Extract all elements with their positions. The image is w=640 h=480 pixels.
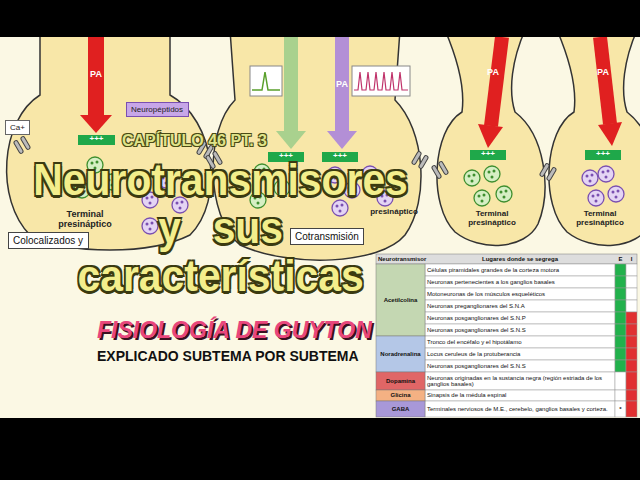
part-label: FISIOLOGÍA DE GUYTON xyxy=(97,318,372,343)
part-label: presináptico xyxy=(366,208,422,217)
table-cell: Neuronas posganglionares del S.N.S xyxy=(425,324,615,336)
text-box: Cotransmisión xyxy=(290,228,364,245)
waveform-boxes xyxy=(250,66,410,96)
table-cell: Neuronas preganglionares del S.N.A xyxy=(425,300,615,312)
table-cell: Noradrenalina xyxy=(376,336,425,372)
table-cell: Acetilcolina xyxy=(376,264,425,336)
part-label: Terminal presináptico xyxy=(452,210,532,228)
part-label: CAPÍTULO 46 PT. 3 xyxy=(122,132,267,150)
box-text: Colocalizados y xyxy=(13,235,84,246)
table-cell: Células piramidales grandes de la cortez… xyxy=(425,264,615,276)
part-label: EXPLICADO SUBTEMA POR SUBTEMA xyxy=(97,349,359,364)
table-cell: Dopamina xyxy=(376,372,425,390)
table-cell: Neurotransmisor xyxy=(376,254,425,264)
table-cell: Motoneuronas de los músculos esquelético… xyxy=(425,288,615,300)
table-cell: Neuronas posganglionares del S.N.S xyxy=(425,360,615,372)
signal-label: PA xyxy=(335,80,349,90)
box-text: Cotransmisión xyxy=(295,231,359,242)
text-box: Ca+ xyxy=(5,120,30,135)
table-cell: Lugares donde se segrega xyxy=(425,254,615,264)
table-cell: Glicina xyxy=(376,390,425,401)
box-text: Ca+ xyxy=(10,123,25,132)
table-cell: Sinapsis de la médula espinal xyxy=(425,390,615,401)
table-cell: Neuronas originadas en la sustancia negr… xyxy=(425,372,615,390)
table-cell: E xyxy=(615,254,626,264)
table-cell: I xyxy=(626,254,637,264)
title-text: Neurotransmisores y sus características xyxy=(21,156,421,300)
signal-label: PA xyxy=(88,70,104,80)
charge-label: +++ xyxy=(78,135,115,145)
table-cell: Locus ceruleus de la protuberancia xyxy=(425,348,615,360)
part-label: Terminal presináptico xyxy=(562,210,638,228)
letterbox-bottom xyxy=(0,418,640,480)
signal-label: PA xyxy=(594,68,612,78)
charge-label: +++ xyxy=(470,150,506,160)
text-box: Colocalizados y xyxy=(8,232,89,249)
presynaptic-terminals xyxy=(7,30,640,260)
letterbox-top xyxy=(0,0,640,37)
part-label: Terminal presináptico xyxy=(40,210,130,230)
table-cell: Neuronas posganglionares del S.N.P xyxy=(425,312,615,324)
charge-label: +++ xyxy=(585,150,621,160)
box-text: Neuropéptidos xyxy=(131,105,184,114)
table-cell: Terminales nerviosos de M.E., cerebelo, … xyxy=(425,401,615,417)
table-cell: Neuronas pertenecientes a los ganglios b… xyxy=(425,276,615,288)
signal-label: PA xyxy=(484,68,502,78)
table-cell: Tronco del encéfalo y el hipotálamo xyxy=(425,336,615,348)
tag-box: Neuropéptidos xyxy=(126,102,189,117)
table-cell: * xyxy=(615,401,626,417)
action-potential-arrows xyxy=(80,37,622,149)
table-grid xyxy=(376,254,637,417)
table-cell: GABA xyxy=(376,401,425,417)
